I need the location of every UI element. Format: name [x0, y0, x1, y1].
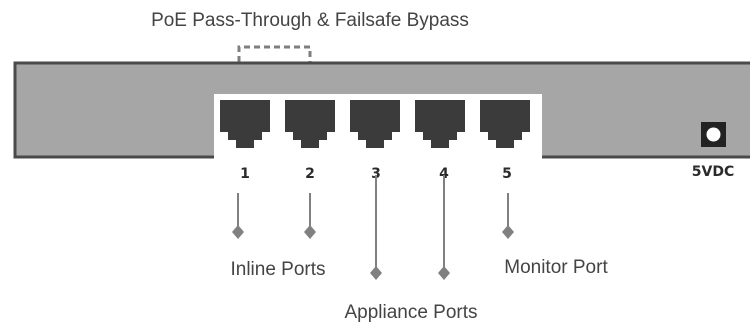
leader-marker-port-2: [304, 225, 316, 239]
port-1-jack: [220, 100, 270, 148]
inline-ports-label: Inline Ports: [230, 259, 325, 280]
port-4-number: 4: [439, 166, 449, 182]
port-5-jack: [480, 100, 530, 148]
port-3-jack: [350, 100, 400, 148]
leader-lines: [237, 175, 509, 270]
port-2-jack: [285, 100, 335, 148]
leader-markers: [232, 225, 514, 280]
port-2-number: 2: [305, 166, 315, 182]
leader-marker-port-1: [232, 225, 244, 239]
port-1-number: 1: [240, 166, 250, 182]
leader-marker-port-4: [438, 266, 450, 280]
diagram-title: PoE Pass-Through & Failsafe Bypass: [151, 10, 469, 31]
port-5-number: 5: [502, 166, 512, 182]
port-3-number: 3: [371, 166, 381, 182]
power-jack-hole: [706, 127, 721, 142]
appliance-ports-label: Appliance Ports: [344, 302, 477, 323]
port-4-jack: [415, 100, 465, 148]
power-label: 5VDC: [692, 164, 734, 180]
bypass-dashed-line: [237, 45, 312, 72]
leader-marker-port-5: [502, 225, 514, 239]
leader-marker-port-3: [370, 266, 382, 280]
monitor-port-label: Monitor Port: [504, 257, 608, 278]
